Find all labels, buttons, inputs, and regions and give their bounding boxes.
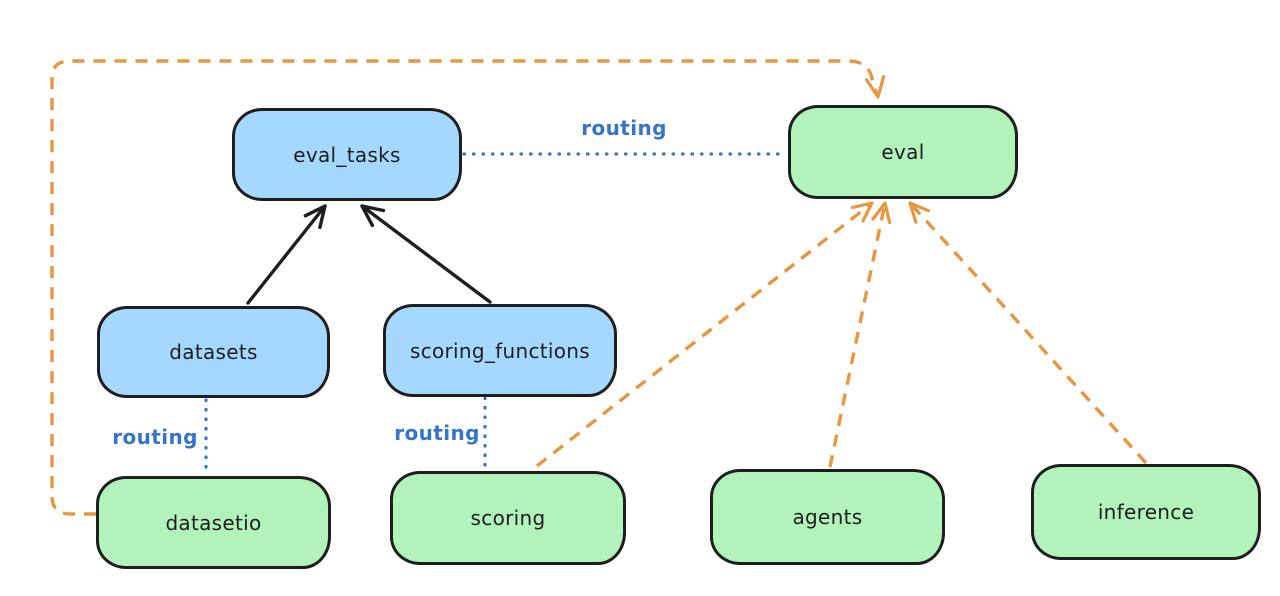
edge-datasetio-to-eval	[50, 59, 879, 516]
arrowhead-datasets-to-eval-tasks	[303, 204, 327, 230]
node-eval: eval	[788, 105, 1018, 199]
arrowhead-inference-to-eval	[908, 201, 930, 224]
node-scoring-label: scoring	[470, 506, 546, 530]
arrowhead-agents-to-eval	[871, 201, 892, 225]
edge-datasets-to-eval-tasks	[246, 204, 327, 305]
node-agents-label: agents	[792, 505, 863, 529]
edge-inference-to-eval	[908, 201, 1148, 465]
node-inference-label: inference	[1097, 500, 1195, 524]
arrowhead-scoring-functions-to-eval-tasks	[360, 204, 386, 228]
routing-label-datasets-datasetio: routing	[112, 425, 198, 449]
arrowhead-datasetio-to-eval	[864, 75, 886, 99]
node-inference: inference	[1031, 464, 1261, 560]
arrowhead-scoring-to-eval	[850, 201, 874, 223]
edge-scoring-functions-to-eval-tasks	[360, 204, 492, 304]
node-datasets: datasets	[97, 306, 330, 398]
routing-label-eval-tasks-eval: routing	[581, 116, 667, 140]
node-eval-label: eval	[881, 140, 925, 164]
node-datasetio: datasetio	[96, 476, 331, 569]
edge-agents-to-eval	[828, 202, 887, 468]
node-agents: agents	[710, 469, 945, 565]
node-scoring-functions-label: scoring_functions	[409, 338, 591, 363]
node-scoring-functions: scoring_functions	[383, 304, 617, 397]
routing-label-scoring-functions-scoring: routing	[394, 421, 480, 445]
node-datasetio-label: datasetio	[165, 510, 262, 535]
node-eval-tasks: eval_tasks	[232, 108, 462, 201]
node-eval-tasks-label: eval_tasks	[293, 142, 401, 167]
node-scoring: scoring	[390, 471, 626, 565]
edge-scoring-to-eval	[535, 201, 874, 468]
node-datasets-label: datasets	[169, 340, 258, 364]
